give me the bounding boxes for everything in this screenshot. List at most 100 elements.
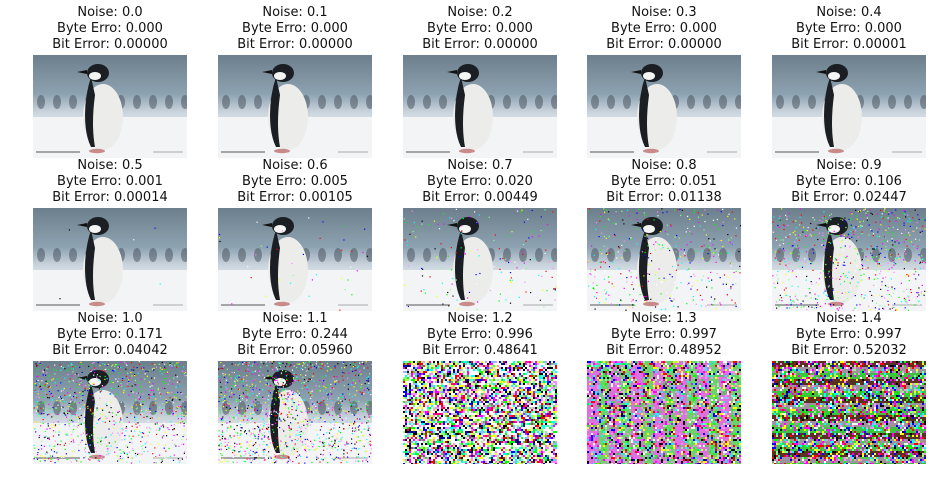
penguin-flipper <box>455 230 465 300</box>
penguin-beak <box>631 223 641 227</box>
background-penguin <box>318 95 326 109</box>
image-svg <box>218 361 372 464</box>
background-penguin <box>904 95 912 109</box>
background-penguin <box>423 95 431 109</box>
background-penguin <box>165 95 173 109</box>
background-penguin <box>318 401 326 415</box>
bit-error-label: Bit Error: 0.48952 <box>606 343 722 358</box>
watermark <box>36 304 80 306</box>
penguin-feet <box>459 301 475 307</box>
watermark <box>36 457 80 459</box>
penguin-image <box>33 208 187 311</box>
background-penguin <box>334 401 342 415</box>
penguin-feet <box>274 301 290 307</box>
background-penguin <box>623 248 631 262</box>
penguin-image <box>33 361 187 464</box>
background-penguin <box>735 248 741 262</box>
background-penguin <box>350 95 358 109</box>
bit-error-label: Bit Error: 0.00014 <box>52 190 168 205</box>
background-penguin <box>318 248 326 262</box>
penguin-face <box>828 72 840 80</box>
byte-error-label: Byte Erro: 0.997 <box>611 327 717 342</box>
watermark <box>221 457 265 459</box>
watermark <box>775 304 819 306</box>
bit-error-label: Bit Error: 0.04042 <box>52 343 168 358</box>
background-penguin <box>350 401 358 415</box>
penguin-image <box>218 55 372 158</box>
background-penguin <box>222 248 230 262</box>
byte-error-label: Byte Erro: 0.000 <box>796 21 902 36</box>
background-penguin <box>165 248 173 262</box>
background-penguin <box>519 95 527 109</box>
background-penguin <box>238 95 246 109</box>
penguin-face <box>274 225 286 233</box>
watermark <box>590 151 634 153</box>
background-penguin <box>37 248 45 262</box>
background-penguin <box>808 248 816 262</box>
noise-label: Noise: 0.1 <box>262 5 328 20</box>
bit-error-label: Bit Error: 0.00001 <box>791 37 907 52</box>
background-penguin <box>254 95 262 109</box>
image-svg <box>33 361 187 464</box>
penguin-image <box>33 55 187 158</box>
noise-label: Noise: 1.0 <box>77 311 143 326</box>
background-penguin <box>53 401 61 415</box>
background-penguin <box>407 95 415 109</box>
bit-error-label: Bit Error: 0.48641 <box>422 343 538 358</box>
background-penguin <box>53 248 61 262</box>
penguin-image <box>772 55 926 158</box>
byte-error-label: Byte Erro: 0.996 <box>427 327 533 342</box>
noise-label: Noise: 0.7 <box>447 158 513 173</box>
image-svg <box>587 64 741 158</box>
penguin-beak <box>816 70 826 74</box>
penguin-image <box>218 208 372 311</box>
penguin-flipper <box>85 77 95 147</box>
background-penguin <box>920 248 926 262</box>
penguin-feet <box>828 148 844 154</box>
penguin-beak <box>447 70 457 74</box>
byte-error-label: Byte Erro: 0.244 <box>242 327 348 342</box>
penguin-face <box>459 225 471 233</box>
background-penguin <box>808 95 816 109</box>
background-penguin <box>350 248 358 262</box>
bit-error-label: Bit Error: 0.00000 <box>606 37 722 52</box>
penguin-face <box>89 225 101 233</box>
noise-label: Noise: 0.8 <box>631 158 697 173</box>
penguin-face <box>274 72 286 80</box>
image-svg <box>33 64 187 158</box>
noise-overlay <box>403 208 557 311</box>
background-penguin <box>687 248 695 262</box>
image-svg <box>218 217 372 311</box>
noise-overlay <box>587 208 741 311</box>
background-penguin <box>69 95 77 109</box>
noise-label: Noise: 1.3 <box>631 311 697 326</box>
background-penguin <box>607 95 615 109</box>
bit-error-label: Bit Error: 0.00000 <box>52 37 168 52</box>
penguin-feet <box>459 148 475 154</box>
noise-overlay <box>59 227 187 300</box>
noise-overlay <box>218 217 369 311</box>
watermark <box>153 457 183 459</box>
background-penguin <box>181 248 187 262</box>
background-penguin <box>607 248 615 262</box>
background-penguin <box>366 248 372 262</box>
watermark <box>892 151 922 153</box>
background-penguin <box>719 248 727 262</box>
penguin-beak <box>447 223 457 227</box>
watermark <box>892 304 922 306</box>
bit-error-label: Bit Error: 0.52032 <box>791 343 907 358</box>
penguin-face <box>643 225 655 233</box>
penguin-beak <box>262 70 272 74</box>
watermark <box>707 304 737 306</box>
image-svg <box>772 361 926 464</box>
penguin-beak <box>262 223 272 227</box>
byte-error-label: Byte Erro: 0.000 <box>57 21 163 36</box>
noise-label: Noise: 0.0 <box>77 5 143 20</box>
background-penguin <box>334 248 342 262</box>
